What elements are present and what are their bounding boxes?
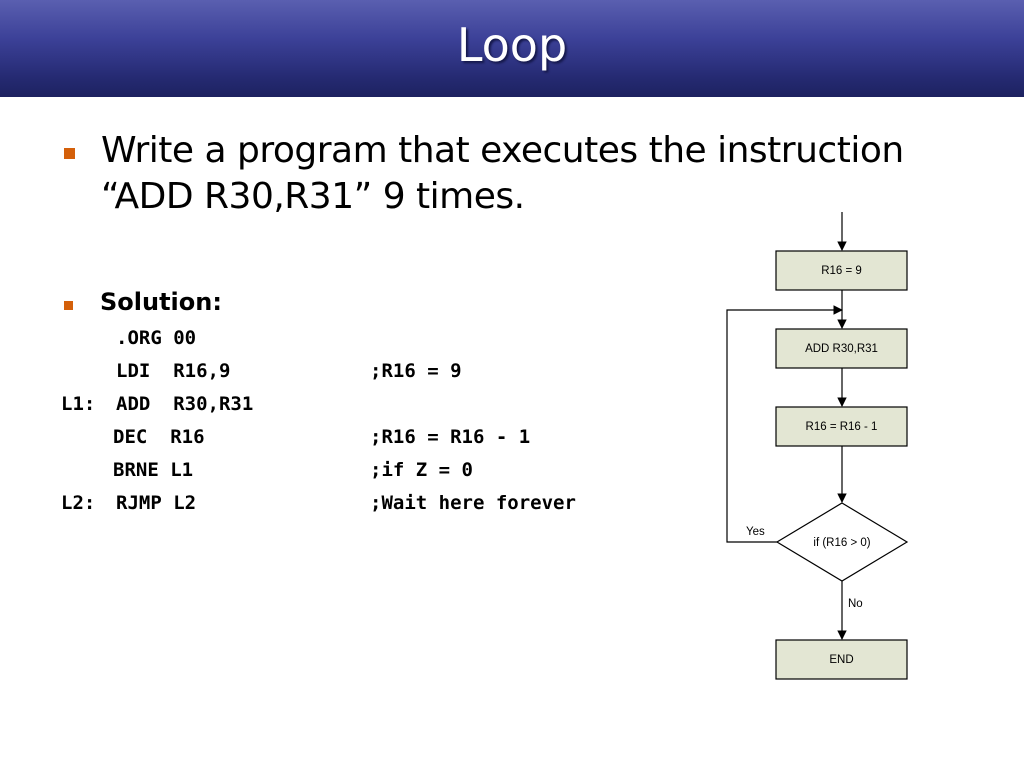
code-comment: ;R16 = 9 [370, 360, 462, 382]
no-label: No [848, 598, 863, 610]
end-label: END [829, 654, 853, 666]
code-instr: LDI R16,9 [116, 360, 231, 382]
box-init-label: R16 = 9 [821, 265, 862, 277]
yes-label: Yes [746, 526, 765, 538]
code-instr: DEC R16 [113, 426, 205, 448]
process-box-init [775, 250, 908, 291]
code-comment: ;Wait here forever [370, 492, 576, 514]
code-label: L1: [61, 393, 96, 415]
solution-label: Solution: [100, 288, 222, 316]
title-bar: Loop [0, 0, 1024, 97]
code-comment: ;if Z = 0 [370, 459, 473, 481]
code-comment: ;R16 = R16 - 1 [370, 426, 531, 448]
code-label: L2: [61, 492, 96, 514]
code-instr: BRNE L1 [113, 459, 194, 481]
code-instr: ADD R30,R31 [116, 393, 254, 415]
code-instr: .ORG 00 [116, 327, 197, 349]
box-add-label: ADD R30,R31 [805, 343, 878, 355]
slide-title: Loop [456, 18, 568, 72]
code-instr: RJMP L2 [116, 492, 197, 514]
end-box [775, 639, 908, 680]
box-dec-label: R16 = R16 - 1 [806, 421, 878, 433]
yes-loop-line [726, 305, 843, 543]
bullet-text: Write a program that executes the instru… [101, 130, 904, 217]
process-box-add [775, 328, 908, 369]
bullet-marker [64, 148, 75, 159]
decision-label: if (R16 > 0) [813, 537, 870, 549]
process-box-dec [775, 406, 908, 447]
bullet-marker-solution [64, 301, 73, 310]
